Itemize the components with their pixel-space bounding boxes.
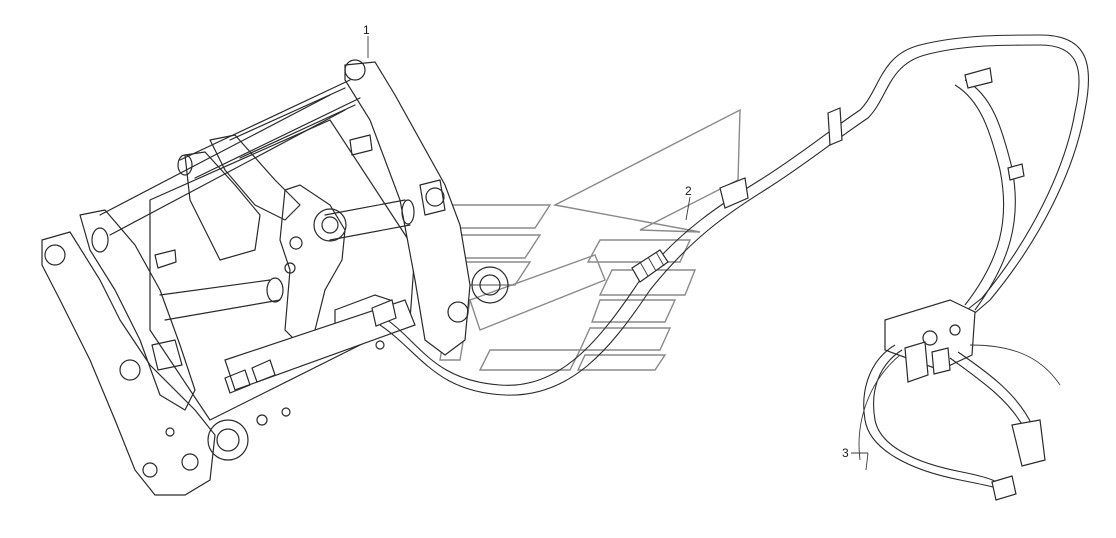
quick-coupler-frame	[41, 59, 509, 496]
callout-2: 2	[685, 184, 692, 221]
control-valve-block	[858, 299, 1061, 501]
callout-label-3: 3	[842, 446, 849, 460]
hydraulic-hose-assembly	[371, 34, 1090, 396]
callout-3: 3	[842, 446, 869, 471]
callout-label-1: 1	[363, 23, 370, 37]
callout-label-2: 2	[685, 184, 692, 198]
callout-1: 1	[363, 23, 370, 58]
